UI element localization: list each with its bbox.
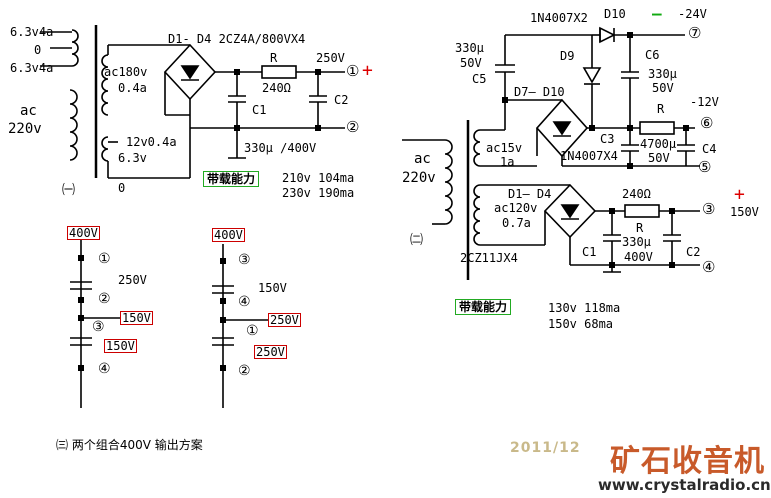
plus-sign: + xyxy=(362,60,373,81)
combo-a-150v-a: 150V xyxy=(120,311,153,325)
c1-right-label: C1 xyxy=(582,245,597,259)
r-value-label: 240Ω xyxy=(262,81,291,95)
ac15-a-label: 1a xyxy=(500,155,515,169)
node1-label: ① xyxy=(346,62,360,80)
combo-a-node2: ② xyxy=(98,291,111,307)
r-bottom-label: R xyxy=(636,221,644,235)
c6-label: C6 xyxy=(645,48,660,62)
c5-value: 330μ xyxy=(455,41,484,55)
node3-label: ③ xyxy=(702,200,716,218)
c1-right-value: 330μ xyxy=(622,235,651,249)
load-capacity-right-label: 带载能力 xyxy=(455,299,512,315)
c3-value: 4700μ xyxy=(640,137,677,151)
sec-hv-a-label: 0.4a xyxy=(118,81,147,95)
diode-top-label: 1N4007X2 xyxy=(530,11,588,25)
ac120-a-label: 0.7a xyxy=(502,216,531,230)
section1-label: ㈠ xyxy=(62,183,76,198)
v24-label: -24V xyxy=(678,7,707,21)
cap-label: 330μ /400V xyxy=(244,141,317,155)
ac15-label: ac15v xyxy=(486,141,523,155)
c4-label: C4 xyxy=(702,142,717,156)
combo-b-node1: ① xyxy=(246,323,259,339)
minus-sign: — xyxy=(652,4,662,23)
sec-lv-label: 12v0.4a xyxy=(126,135,177,149)
v12-label: -12V xyxy=(690,95,719,109)
sec-lv2-label: 6.3v xyxy=(118,151,147,165)
v150-label: 150V xyxy=(730,205,759,219)
combo-a-node3: ③ xyxy=(92,319,105,335)
watermark-date: 2011/12 xyxy=(510,440,581,456)
c2-label: C2 xyxy=(334,93,349,107)
c3-voltage: 50V xyxy=(648,151,670,165)
combo-a-400v: 400V xyxy=(67,226,100,240)
d7-label: D7— D10 xyxy=(514,85,565,99)
r240-label: 240Ω xyxy=(622,187,651,201)
out-v-label: 250V xyxy=(316,51,345,65)
node6-label: ⑥ xyxy=(700,114,714,132)
combo-b-250v-a: 250V xyxy=(268,313,301,327)
d9-label: D9 xyxy=(560,49,575,63)
tap2-label: 6.3v4a xyxy=(10,61,54,75)
combo-b-node4: ④ xyxy=(238,294,251,310)
c6-voltage: 50V xyxy=(652,81,674,95)
combo-a-node4: ④ xyxy=(98,361,111,377)
load2-label: 230v 190ma xyxy=(282,186,355,200)
combo-b-250v-b: 250V xyxy=(254,345,287,359)
watermark-url: www.crystalradio.cn xyxy=(598,476,771,494)
bridge-right-label: 2CZ11JX4 xyxy=(460,251,518,265)
node2-label: ② xyxy=(346,118,360,136)
ac120-label: ac120v xyxy=(494,201,538,215)
diode4-label: 1N4007X4 xyxy=(560,149,618,163)
combo-a-250v: 250V xyxy=(118,273,147,287)
tap1-label: 6.3v4a xyxy=(10,25,54,39)
sec-zero-label: 0 xyxy=(118,181,126,195)
combo-b-node3: ③ xyxy=(238,252,251,268)
primary-ac-r-label: ac xyxy=(414,151,431,167)
r-top-label: R xyxy=(657,102,665,116)
primary-ac-label: ac xyxy=(20,103,37,119)
c6-value: 330μ xyxy=(648,67,677,81)
c1-label: C1 xyxy=(252,103,267,117)
c1-right-voltage: 400V xyxy=(624,250,653,264)
combo-caption: ㈢ 两个组合400V 输出方案 xyxy=(56,438,203,452)
load1-label: 210v 104ma xyxy=(282,171,355,185)
c5-voltage: 50V xyxy=(460,56,482,70)
load-capacity-label: 带载能力 xyxy=(203,171,260,187)
section2-label: ㈡ xyxy=(410,233,424,248)
node7-label: ⑦ xyxy=(688,24,702,42)
d10-label: D10 xyxy=(604,7,626,21)
node4-label: ④ xyxy=(702,258,716,276)
bridge-label: D1- D4 2CZ4A/800VX4 xyxy=(168,32,306,46)
c2-right-label: C2 xyxy=(686,245,701,259)
combo-b-150v: 150V xyxy=(258,281,287,295)
c3-label: C3 xyxy=(600,132,615,146)
node5-label: ⑤ xyxy=(698,158,712,176)
r-label: R xyxy=(270,51,278,65)
primary-v-r-label: 220v xyxy=(402,170,436,186)
tap0-label: 0 xyxy=(34,43,42,57)
load1-right-label: 130v 118ma xyxy=(548,301,621,315)
plus-sign-right: + xyxy=(734,184,745,205)
combo-a-150v-b: 150V xyxy=(104,339,137,353)
load2-right-label: 150v 68ma xyxy=(548,317,614,331)
primary-v-label: 220v xyxy=(8,121,42,137)
d14-label: D1— D4 xyxy=(508,187,552,201)
combo-b-400v: 400V xyxy=(212,228,245,242)
watermark-brand: 矿石收音机 xyxy=(610,444,765,479)
combo-a-node1: ① xyxy=(98,251,111,267)
c5-label: C5 xyxy=(472,72,487,86)
combo-b-node2: ② xyxy=(238,363,251,379)
sec-hv-label: ac180v xyxy=(104,65,148,79)
